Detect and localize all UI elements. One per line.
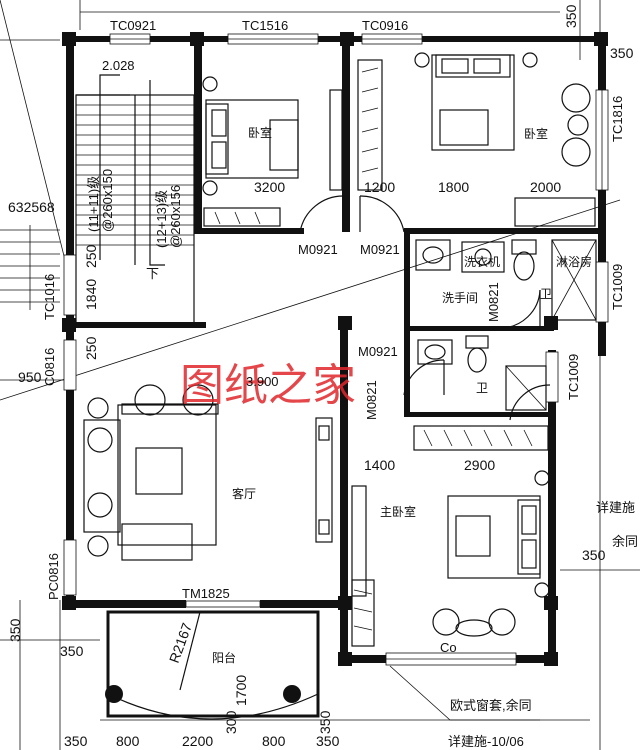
room-label-bedroom-left: 卧室	[248, 125, 272, 140]
dim-2000: 2000	[530, 179, 561, 195]
note-co: Co	[440, 640, 457, 655]
dimension-labels: 3200 1200 1800 2000 1400 2900 632568 184…	[7, 4, 634, 749]
door-swings	[299, 195, 551, 421]
bed-left	[202, 76, 343, 227]
dim-250-b: 250	[83, 336, 99, 360]
window-labels: TC0921 TC1516 TC0916 TC1816 TC1009 TC100…	[42, 18, 625, 601]
window-openings	[63, 33, 609, 666]
door-labels: M0921 M0921 M0921 M0821 M0821	[298, 242, 501, 420]
dim-1800: 1800	[438, 179, 469, 195]
window-label-tc1816: TC1816	[610, 96, 625, 142]
room-label-bedroom-right: 卧室	[524, 126, 548, 141]
dim-1840: 1840	[83, 279, 99, 310]
window-label-tc0921: TC0921	[110, 18, 156, 33]
room-label-master: 主卧室	[380, 504, 416, 519]
watermark: 图纸之家	[180, 360, 356, 411]
dim-r2167: R2167	[166, 621, 195, 665]
note-euro-window: 欧式窗套,余同	[450, 698, 532, 713]
dim-350-right-a: 350	[582, 547, 606, 563]
room-label-laundry: 洗衣机	[464, 254, 500, 269]
dim-350-balcony: 350	[317, 710, 333, 734]
living-room-furniture	[83, 384, 333, 561]
room-label-living: 客厅	[232, 486, 256, 501]
dim-250-a: 250	[83, 244, 99, 268]
dim-1700: 1700	[233, 675, 249, 706]
walls	[62, 32, 608, 666]
room-labels: 卧室 卧室 洗衣机 淋浴房 洗手间 卫 卫 客厅 主卧室 阳台	[212, 125, 592, 665]
window-label-tc0916: TC0916	[362, 18, 408, 33]
dim-300: 300	[223, 710, 239, 734]
room-label-balcony: 阳台	[212, 650, 236, 665]
note-detail-a: 详建施	[596, 500, 635, 515]
stair-flight-b: (12+13)级	[154, 190, 169, 248]
dim-632568: 632568	[8, 199, 55, 215]
room-label-washroom: 洗手间	[442, 291, 478, 305]
room-label-bath-a: 卫	[540, 287, 552, 301]
stair-tread-a: @260x150	[100, 169, 115, 232]
window-label-c0816: C0816	[42, 348, 57, 386]
window-label-tc1009a: TC1009	[610, 264, 625, 310]
stair-flight-a: (11+11)级	[86, 176, 101, 232]
dim-350-top: 350	[563, 4, 579, 28]
note-detail-b: 余同	[612, 534, 638, 549]
window-label-tc1016: TC1016	[42, 274, 57, 320]
dim-bottom-350-b: 350	[316, 733, 340, 749]
window-label-tc1516: TC1516	[242, 18, 288, 33]
dim-bottom-2200: 2200	[182, 733, 213, 749]
dim-bottom-800-a: 800	[116, 733, 140, 749]
stair-down: 下	[146, 266, 159, 281]
door-label-m0921a: M0921	[298, 242, 338, 257]
door-label-m0821b: M0821	[364, 380, 379, 420]
level-floor: 3.900	[246, 374, 279, 389]
dim-bottom-800-b: 800	[262, 733, 286, 749]
staircase	[0, 74, 195, 326]
dim-350-left-b: 350	[60, 643, 84, 659]
room-label-shower: 淋浴房	[556, 254, 592, 269]
note-detail-ref: 详建施-10/06	[448, 734, 524, 749]
door-label-m0921b: M0921	[360, 242, 400, 257]
bed-right	[357, 52, 596, 227]
dim-1400: 1400	[364, 457, 395, 473]
dim-350-right-b: 350	[610, 45, 634, 61]
room-label-bath-b: 卫	[476, 381, 488, 395]
window-label-tc1009b: TC1009	[566, 354, 581, 400]
window-label-pc0816: PC0816	[46, 553, 61, 600]
notes: 详建施 余同 欧式窗套,余同 详建施-10/06 Co	[389, 500, 638, 749]
bathroom-fixtures	[415, 239, 597, 411]
master-bedroom-furniture	[351, 425, 550, 647]
balcony	[105, 610, 320, 720]
window-label-tm1825: TM1825	[182, 586, 230, 601]
level-stair-top: 2.028	[102, 58, 135, 73]
dim-950: 950	[18, 369, 42, 385]
door-label-m0821a: M0821	[486, 282, 501, 322]
dim-2900: 2900	[464, 457, 495, 473]
stair-tread-b: @260x156	[168, 185, 183, 248]
dim-350-left-a: 350	[7, 618, 23, 642]
stair-labels: 2.028 3.900 (11+11)级 @260x150 (12+13)级 @…	[86, 58, 279, 389]
dim-1200: 1200	[364, 179, 395, 195]
dim-bottom-350: 350	[64, 733, 88, 749]
dim-3200: 3200	[254, 179, 285, 195]
door-label-m0921c: M0921	[358, 344, 398, 359]
